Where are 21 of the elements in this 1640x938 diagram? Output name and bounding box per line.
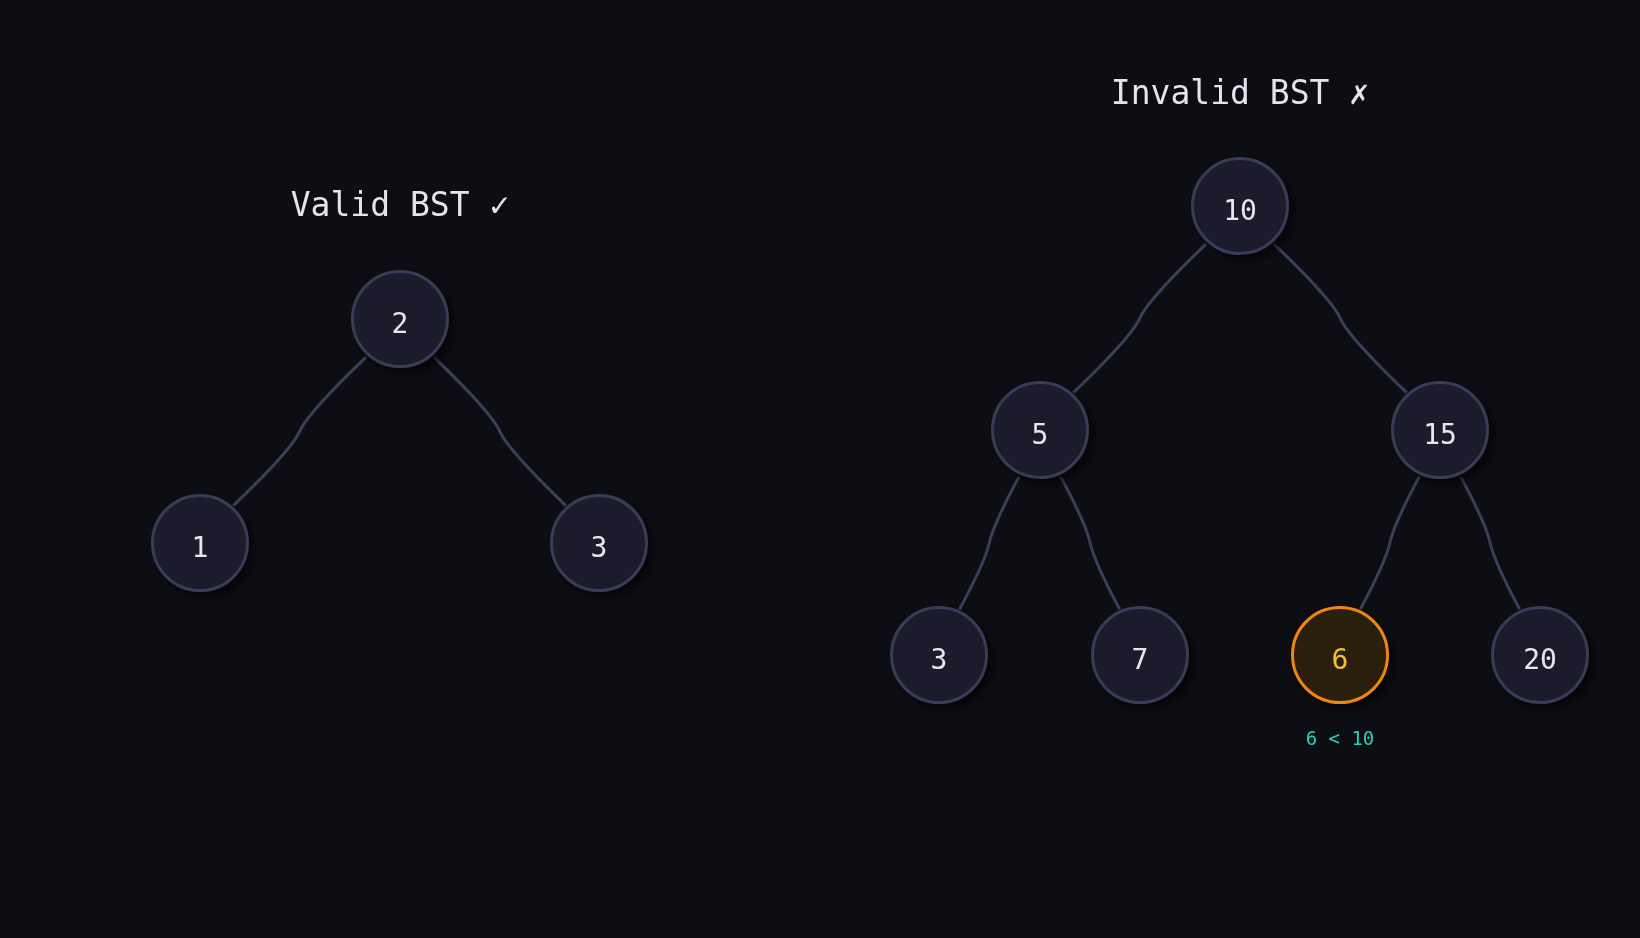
tree-edge <box>1359 475 1421 610</box>
tree-edge <box>958 475 1021 611</box>
tree-title: Valid BST ✓ <box>290 184 510 224</box>
node-value: 3 <box>930 641 948 676</box>
tree-edge <box>1059 475 1121 610</box>
node-value: 10 <box>1223 192 1257 227</box>
node-value: 15 <box>1423 416 1457 451</box>
tree-edge <box>432 356 567 507</box>
node-value: 3 <box>590 529 608 564</box>
tree-edge <box>232 355 368 507</box>
tree-title: Invalid BST ✗ <box>1110 72 1370 112</box>
tree-edge <box>1072 242 1208 394</box>
node-value: 6 <box>1331 641 1349 676</box>
node-value: 2 <box>391 305 409 340</box>
node-value: 20 <box>1523 641 1557 676</box>
node-value: 1 <box>191 529 209 564</box>
node-value: 5 <box>1031 416 1049 451</box>
violation-note: 6 < 10 <box>1305 727 1375 749</box>
tree-edge <box>1272 242 1408 394</box>
tree-edge <box>1459 475 1521 610</box>
node-value: 7 <box>1131 641 1149 676</box>
